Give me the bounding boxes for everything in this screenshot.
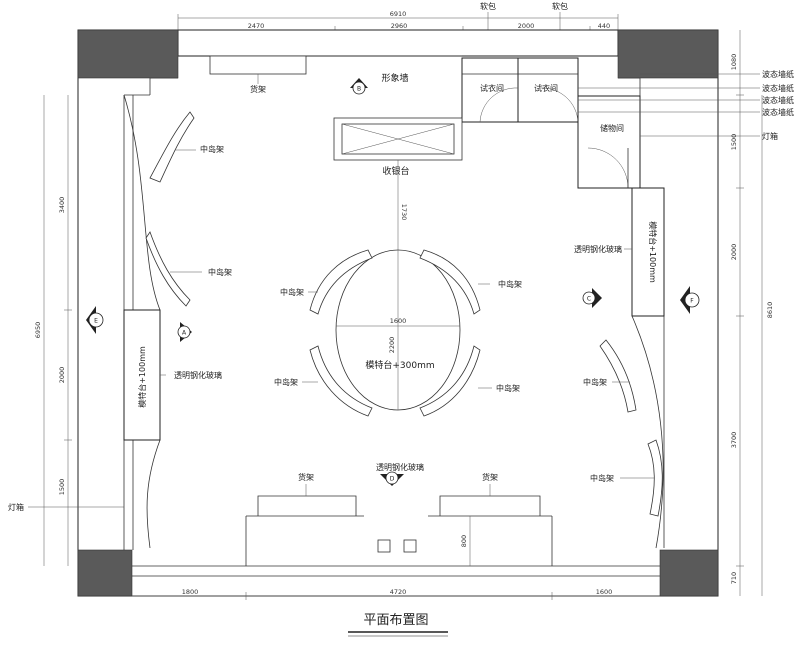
- dim-top-seg-1: 2470: [248, 22, 265, 30]
- dim-top-seg-3: 2000: [518, 22, 535, 30]
- label-model-platform: 模特台+300mm: [365, 359, 434, 371]
- view-marker-c: C: [582, 288, 602, 308]
- bottom-shelves: 货架 货架: [245, 472, 553, 566]
- svg-text:B: B: [357, 86, 361, 93]
- dim-right-seg-4: 3700: [730, 432, 738, 449]
- svg-text:D: D: [390, 476, 395, 483]
- view-marker-b: B: [350, 78, 368, 95]
- view-marker-a: A: [177, 322, 192, 342]
- label-wallpaper-1: 波态墙纸: [762, 69, 794, 79]
- view-marker-e: E: [86, 306, 104, 334]
- dim-right-total: 8610: [766, 302, 774, 319]
- label-wallpaper-3: 波态墙纸: [762, 95, 794, 105]
- dim-bottom-seg-3: 1600: [596, 588, 613, 596]
- left-island-shelves: 中岛架 中岛架: [145, 111, 232, 307]
- right-curved-wall: [631, 315, 664, 549]
- svg-text:C: C: [587, 296, 591, 303]
- stool-1: [377, 539, 391, 553]
- left-curved-wall: [123, 94, 161, 549]
- label-shelf-bottom-right: 货架: [482, 472, 498, 482]
- page-title: 平面布置图: [363, 613, 428, 628]
- label-glass-right: 透明钢化玻璃: [574, 244, 622, 254]
- label-island-right-1: 中岛架: [583, 377, 607, 387]
- label-island-center-3: 中岛架: [274, 377, 298, 387]
- storage-room: 储物间: [577, 95, 641, 189]
- label-top-shelf: 货架: [250, 84, 266, 94]
- central-model-platform: 1600 2200 模特台+300mm: [335, 249, 461, 411]
- top-shelf: [209, 55, 307, 75]
- right-island-shelves: 中岛架 中岛架: [583, 339, 663, 517]
- label-wallpaper-4: 波态墙纸: [762, 107, 794, 117]
- label-image-wall: 形象墙: [381, 72, 408, 84]
- column-top-right: [617, 29, 719, 79]
- svg-text:E: E: [94, 318, 98, 325]
- fitting-rooms: 试衣间 试衣间: [461, 57, 579, 123]
- dim-left-seg-2: 2000: [58, 367, 66, 384]
- drawing-title: 平面布置图: [348, 613, 448, 637]
- label-island-left-2: 中岛架: [208, 267, 232, 277]
- svg-text:F: F: [690, 298, 694, 305]
- bottom-dimensions: 1800 4720 1600: [132, 588, 660, 600]
- dim-left-seg-3: 1500: [58, 479, 66, 496]
- label-island-center-4: 中岛架: [496, 383, 520, 393]
- label-glass-bottom: 透明钢化玻璃: [376, 462, 424, 472]
- label-wallpaper-2: 波态墙纸: [762, 83, 794, 93]
- label-storage: 储物间: [600, 123, 624, 133]
- dim-top-total: 6910: [390, 10, 407, 18]
- dim-bottom-shelf-depth: 800: [460, 535, 468, 547]
- view-marker-d: D: [380, 471, 404, 486]
- column-bottom-right: [659, 549, 719, 597]
- dim-ellipse-width: 1600: [390, 317, 407, 325]
- dim-bottom-seg-2: 4720: [390, 588, 407, 596]
- column-top-left: [77, 29, 179, 79]
- column-bottom-left: [77, 549, 133, 597]
- label-island-left-1: 中岛架: [200, 144, 224, 154]
- stool-2: [403, 539, 417, 553]
- dim-ellipse-height: 2200: [388, 337, 396, 354]
- label-island-center-1: 中岛架: [280, 287, 304, 297]
- dim-right-seg-3: 2000: [730, 244, 738, 261]
- label-island-right-2: 中岛架: [590, 473, 614, 483]
- dim-left-total: 6950: [34, 322, 42, 339]
- right-model-platform: 模特台+100mm 透明钢化玻璃: [574, 187, 665, 317]
- left-model-platform: 模特台+100mm 透明钢化玻璃: [123, 309, 222, 441]
- label-soft-pack-1: 软包: [480, 1, 496, 11]
- dim-left-seg-1: 3400: [58, 197, 66, 214]
- label-island-center-2: 中岛架: [498, 279, 522, 289]
- label-fitting-room-1: 试衣间: [480, 83, 504, 93]
- left-dimensions: 6950 3400 2000 1500: [34, 95, 72, 566]
- central-island-shelves: 中岛架 中岛架 中岛架 中岛架: [274, 249, 522, 417]
- cashier-counter: 收银台: [333, 117, 463, 177]
- label-lightbox-left: 灯箱: [8, 502, 24, 512]
- label-model-right: 模特台+100mm: [648, 221, 658, 283]
- dim-top-seg-4: 440: [598, 22, 610, 30]
- label-cashier: 收银台: [382, 165, 409, 177]
- dim-top-seg-2: 2960: [391, 22, 408, 30]
- view-marker-f: F: [680, 286, 700, 314]
- dim-right-seg-5: 710: [730, 572, 738, 584]
- label-model-left: 模特台+100mm: [137, 346, 147, 408]
- label-shelf-bottom-left: 货架: [298, 472, 314, 482]
- dim-bottom-seg-1: 1800: [182, 588, 199, 596]
- label-soft-pack-2: 软包: [552, 1, 568, 11]
- svg-text:A: A: [182, 330, 187, 337]
- dim-right-seg-1: 1080: [730, 54, 738, 71]
- label-lightbox-right: 灯箱: [762, 131, 778, 141]
- right-dimensions: 1080 1500 2000 3700 710 8610: [730, 30, 774, 596]
- label-fitting-room-2: 试衣间: [534, 83, 558, 93]
- dim-right-seg-2: 1500: [730, 134, 738, 151]
- dim-center-vertical: 1730: [400, 204, 408, 221]
- label-glass-left: 透明钢化玻璃: [174, 370, 222, 380]
